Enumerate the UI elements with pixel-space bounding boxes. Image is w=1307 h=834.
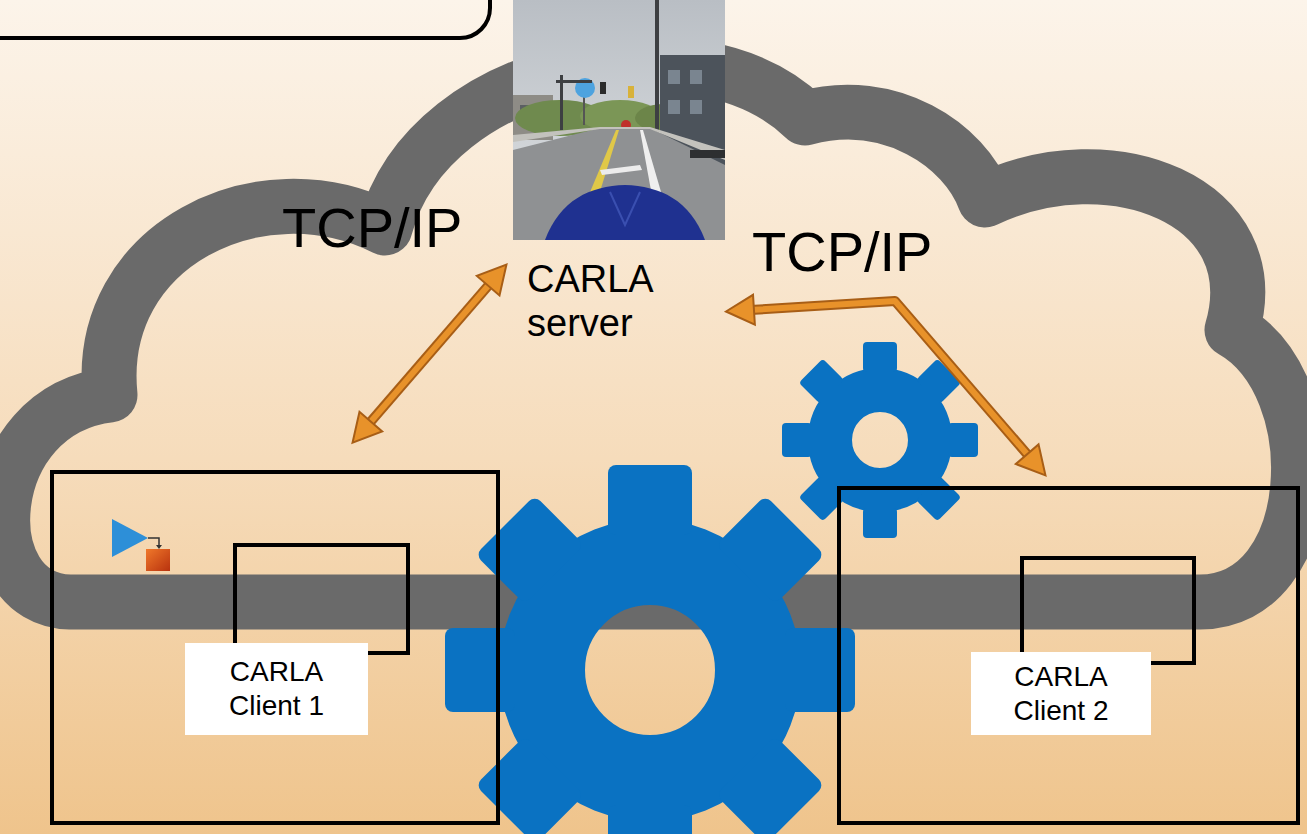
simulink-icon bbox=[112, 519, 170, 571]
arrowhead bbox=[1016, 444, 1046, 475]
connector-outline bbox=[368, 283, 491, 425]
client-label: CARLA Client 2 bbox=[1006, 660, 1116, 727]
protocol-label: TCP/IP bbox=[752, 220, 932, 284]
inner-frame bbox=[1020, 556, 1196, 665]
simulation-screenshot bbox=[513, 0, 725, 240]
tcp-connector bbox=[353, 265, 507, 443]
client-box: CARLA Client 2 bbox=[837, 486, 1300, 825]
connector-outline bbox=[750, 301, 1030, 457]
arrowhead bbox=[353, 412, 383, 443]
cloud-outline bbox=[3, 63, 1299, 602]
inner-frame bbox=[233, 543, 410, 655]
server-label: CARLA server bbox=[527, 258, 657, 345]
client-label-box: CARLA Client 1 bbox=[185, 643, 368, 735]
arrowhead bbox=[726, 295, 755, 325]
client-label: CARLA Client 1 bbox=[222, 655, 332, 722]
protocol-label: TCP/IP bbox=[282, 196, 462, 260]
small-gear bbox=[782, 342, 978, 538]
connector-line bbox=[750, 301, 1030, 457]
client-label-box: CARLA Client 2 bbox=[971, 652, 1151, 735]
client-box: CARLA Client 1 bbox=[50, 470, 500, 825]
arrowhead bbox=[477, 265, 507, 296]
server-node: CARLA server bbox=[513, 0, 726, 352]
connector-line bbox=[368, 283, 491, 425]
top-banner-outline bbox=[0, 0, 490, 38]
large-gear bbox=[445, 465, 855, 834]
tcp-connector bbox=[726, 295, 1045, 476]
